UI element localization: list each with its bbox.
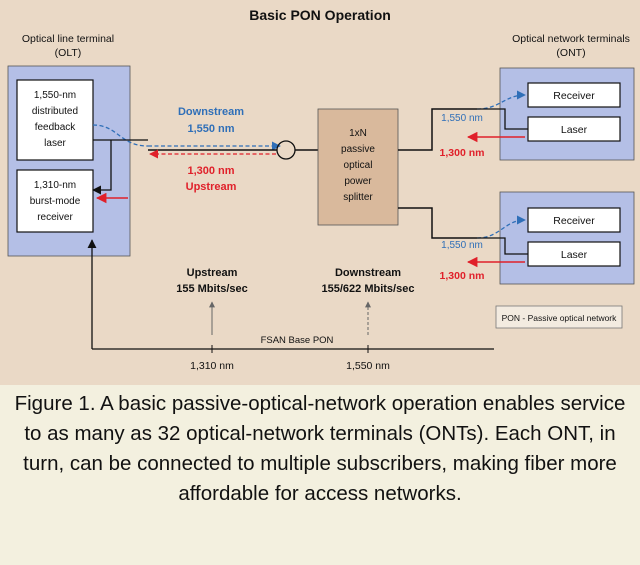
figure-caption: Figure 1. A basic passive-optical-networ… (0, 385, 640, 565)
pon-diagram-canvas: Basic PON Operation Optical line termina… (7, 7, 635, 372)
olt-heading-abbr: (OLT) (55, 47, 82, 59)
ont-heading-abbr: (ONT) (556, 47, 585, 59)
ont-downstream-wavelength: 1,550 nm (441, 240, 483, 251)
olt-receiver-label: 1,310-nm burst-mode receiver (30, 180, 81, 223)
ont-laser-box (527, 241, 621, 267)
upstream-rate-heading: Upstream (187, 267, 238, 279)
splitter-line: power (344, 176, 372, 187)
olt-receiver-line: burst-mode (30, 196, 81, 207)
ont-unit: Receiver Laser 1,550 nm 1,300 nm (440, 191, 635, 285)
ont-receiver-box (527, 207, 621, 233)
ont-upstream-wavelength: 1,300 nm (440, 147, 485, 159)
ont-panel (499, 67, 635, 161)
ont-unit: Receiver Laser 1,550 nm 1,300 nm (440, 67, 635, 161)
splitter-label: 1xN passive optical power splitter (341, 128, 375, 203)
splitter-line: 1xN (349, 128, 367, 139)
diagram-title: Basic PON Operation (249, 7, 391, 23)
ont-receiver-box (527, 82, 621, 108)
ont-laser-box (527, 116, 621, 142)
olt-laser-line: feedback (35, 122, 77, 133)
legend-box (495, 305, 623, 329)
caption-text: Figure 1. A basic passive-optical-networ… (14, 392, 626, 505)
olt-receiver-box (16, 169, 94, 233)
splitter-line: optical (344, 160, 373, 171)
trunk-labels: Downstream 1,550 nm 1,300 nm Upstream (178, 106, 244, 193)
baseline-wavelength-left: 1,310 nm (190, 360, 234, 372)
downstream-label: Downstream (178, 106, 244, 118)
ont-downstream-curve (476, 90, 526, 110)
baseline-wavelength-right: 1,550 nm (346, 360, 390, 372)
splitter-box (317, 108, 399, 226)
splitter-output-top (398, 108, 477, 151)
ont-heading: Optical network terminals (512, 33, 630, 45)
ont-receiver-label: Receiver (553, 215, 595, 227)
olt-laser-box (16, 79, 94, 161)
ont-downstream-curve (476, 215, 526, 239)
olt-laser-line: laser (44, 138, 66, 149)
ont-fiber-to-laser (477, 108, 528, 130)
pon-diagram: Basic PON Operation Optical line termina… (0, 0, 640, 385)
ont-fiber-to-laser (477, 237, 528, 255)
olt-laser-line: distributed (32, 106, 78, 117)
ont-upstream-wavelength: 1,300 nm (440, 270, 485, 282)
ont-downstream-wavelength: 1,550 nm (441, 113, 483, 124)
downstream-rate-heading: Downstream (335, 267, 401, 279)
fiber-coupler (276, 140, 296, 160)
olt-receiver-line: 1,310-nm (34, 180, 76, 191)
olt-fiber-to-receiver (92, 140, 112, 195)
upstream-wavelength: 1,300 nm (187, 165, 234, 177)
splitter-line: splitter (343, 192, 373, 203)
upstream-label: Upstream (186, 181, 237, 193)
olt-receiver-line: receiver (37, 212, 73, 223)
splitter-output-bottom (398, 207, 477, 239)
olt-downstream-curve (92, 124, 149, 147)
upstream-rate: 155 Mbits/sec (176, 283, 248, 295)
olt-laser-line: 1,550-nm (34, 90, 76, 101)
ont-laser-label: Laser (561, 249, 588, 261)
rate-labels: Upstream 155 Mbits/sec Downstream 155/62… (176, 267, 414, 295)
ont-receiver-label: Receiver (553, 90, 595, 102)
ont-panel (499, 191, 635, 285)
downstream-rate: 155/622 Mbits/sec (322, 283, 415, 295)
olt-laser-label: 1,550-nm distributed feedback laser (32, 90, 78, 149)
olt-heading: Optical line terminal (22, 33, 114, 45)
ont-laser-label: Laser (561, 124, 588, 136)
legend-text: PON - Passive optical network (502, 313, 618, 323)
splitter-line: passive (341, 144, 375, 155)
baseline-label: FSAN Base PON (261, 335, 334, 346)
downstream-wavelength: 1,550 nm (187, 123, 234, 135)
